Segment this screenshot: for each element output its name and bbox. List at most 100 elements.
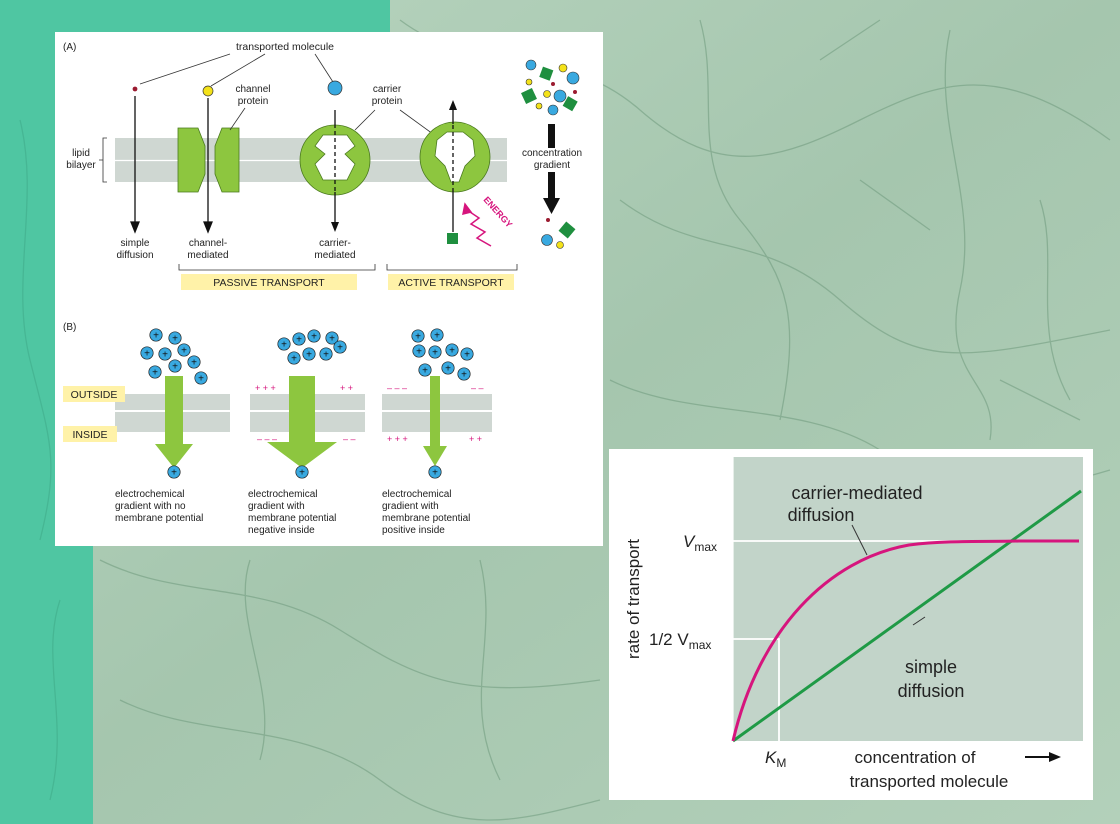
svg-text:+: + <box>449 346 455 357</box>
ion: + <box>412 344 426 358</box>
caption-line: gradient with <box>382 501 439 512</box>
channel-protein <box>177 127 240 193</box>
charge-minus-short-2: – – <box>471 383 484 393</box>
carrier-mediated-label-line1: carrier- <box>319 238 351 249</box>
passive-bracket <box>178 264 376 271</box>
ion: + <box>187 355 201 369</box>
charge-plus-short-2: + + <box>469 434 482 444</box>
ion: + <box>325 331 339 345</box>
svg-text:+: + <box>153 331 159 342</box>
svg-text:+: + <box>415 332 421 343</box>
simple-diffusion-label-line1: simple <box>121 238 150 249</box>
active-transport-label: ACTIVE TRANSPORT <box>398 277 504 289</box>
ion: + <box>287 351 301 365</box>
active-carrier-protein <box>419 100 491 232</box>
ion: + <box>302 347 316 361</box>
ion: + <box>457 367 471 381</box>
ion: + <box>319 347 333 361</box>
energy-arrow <box>462 202 492 247</box>
lipid-bilayer-label-line1: lipid <box>72 148 90 159</box>
svg-text:+: + <box>299 468 305 479</box>
ion: + <box>167 465 181 479</box>
active-highlight <box>388 274 514 290</box>
concentration-gradient-label-line2: gradient <box>534 160 570 171</box>
svg-text:+: + <box>464 350 470 361</box>
svg-text:+: + <box>323 350 329 361</box>
gradient-arrows-b <box>155 376 447 468</box>
simple-diffusion-arrow <box>130 96 140 234</box>
caption-line: electrochemical <box>382 489 451 500</box>
transport-diagram: (A) transported molecule lipid bilayer s… <box>63 41 582 536</box>
kinetics-graph-panel: carrier-mediated diffusion simple diffus… <box>609 449 1093 800</box>
ion: + <box>428 345 442 359</box>
ion: + <box>445 343 459 357</box>
x-axis-arrow <box>1025 752 1061 762</box>
panel-a-label: (A) <box>63 42 76 53</box>
svg-text:+: + <box>445 364 451 375</box>
caption-line: gradient with no <box>115 501 186 512</box>
svg-text:+: + <box>306 350 312 361</box>
active-green-square <box>447 233 458 244</box>
svg-text:+: + <box>162 350 168 361</box>
channel-protein-label-line2: protein <box>238 96 269 107</box>
svg-text:+: + <box>281 340 287 351</box>
simple-diffusion-line <box>732 489 1082 743</box>
transported-molecule-label: transported molecule <box>236 41 334 53</box>
svg-text:+: + <box>191 358 197 369</box>
half-vmax-sub: max <box>689 638 712 652</box>
svg-text:+: + <box>329 334 335 345</box>
km-label: KM <box>765 748 786 770</box>
svg-text:+: + <box>172 334 178 345</box>
ion: + <box>428 465 442 479</box>
channel-mediated-label-line1: channel- <box>189 238 227 249</box>
caption-line: membrane potential <box>248 513 336 524</box>
carrier-mediated-label-line2: diffusion <box>788 505 855 525</box>
ion: + <box>149 328 163 342</box>
outside-highlight <box>63 386 125 402</box>
svg-text:+: + <box>311 332 317 343</box>
energy-label: ENERGY <box>482 195 515 230</box>
carrier-mediated-label-line2: mediated <box>314 250 355 261</box>
caption-line: electrochemical <box>115 489 184 500</box>
ion: + <box>411 329 425 343</box>
vmax-sub: max <box>694 540 717 554</box>
ion: + <box>460 347 474 361</box>
svg-text:+: + <box>432 348 438 359</box>
simple-diffusion-label-line2: diffusion <box>116 250 153 261</box>
x-axis-label-line2: transported molecule <box>850 772 1009 791</box>
carrier-protein-label-line2: protein <box>372 96 403 107</box>
half-vmax-prefix: 1/2 V <box>649 630 689 649</box>
simple-diffusion-label-line1: simple <box>905 657 957 677</box>
charge-minus-row-1: – – – <box>257 434 277 444</box>
ion: + <box>194 371 208 385</box>
ion: + <box>307 329 321 343</box>
ion: + <box>333 340 347 354</box>
svg-text:+: + <box>144 349 150 360</box>
small-red-molecule <box>132 86 138 92</box>
ion: + <box>177 343 191 357</box>
inside-label: INSIDE <box>72 429 107 441</box>
x-axis-label-line1: concentration of <box>855 748 976 767</box>
passive-highlight <box>181 274 357 290</box>
carrier-protein-leader <box>354 109 434 135</box>
carrier-mediated-label-line1: carrier-mediated <box>791 483 922 503</box>
carrier-protein-label-line1: carrier <box>373 84 402 95</box>
channel-protein-label-line1: channel <box>235 84 270 95</box>
graph-plot-area <box>733 457 1083 741</box>
yellow-molecule <box>202 85 214 97</box>
charge-minus-row-2: – – – <box>387 383 407 393</box>
marble-veins <box>19 19 1111 821</box>
molecule-leader-lines <box>139 53 334 87</box>
low-concentration-molecules <box>541 218 576 249</box>
ion: + <box>418 363 432 377</box>
charge-plus-row-2: + + + <box>387 434 408 444</box>
ion-clusters: +++++++++++++++++++++++++++++ <box>140 328 474 479</box>
svg-text:+: + <box>181 346 187 357</box>
concentration-gradient-label-line1: concentration <box>522 148 582 159</box>
charge-minus-short-1: – – <box>343 434 356 444</box>
teal-strip-top <box>93 0 390 32</box>
channel-arrow <box>203 98 213 234</box>
km-sub: M <box>776 756 786 770</box>
svg-text:+: + <box>461 370 467 381</box>
